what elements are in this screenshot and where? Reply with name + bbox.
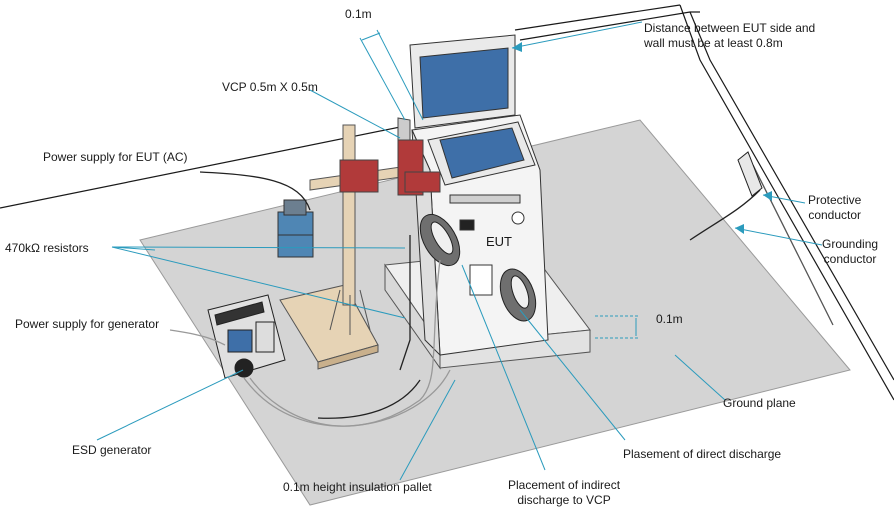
label-esd-generator: ESD generator <box>72 443 152 457</box>
arrowheads <box>512 42 772 234</box>
label-resistors: 470kΩ resistors <box>5 241 89 255</box>
label-distance-01m-right: 0.1m <box>656 312 683 326</box>
label-power-supply-generator: Power supply for generator <box>15 317 160 331</box>
label-insulation-pallet: 0.1m height insulation pallet <box>283 480 432 494</box>
room-wall <box>0 4 894 401</box>
label-grounding-line2: conductor <box>823 252 877 266</box>
label-grounding-line1: Grounding <box>822 237 879 251</box>
label-protective-line2: conductor <box>808 208 862 222</box>
label-wall-distance: Distance between EUT side and wall must … <box>644 21 815 51</box>
eut-touch-screen <box>439 127 525 179</box>
wooden-table <box>279 124 416 370</box>
label-distance-01m-top: 0.1m <box>345 7 372 21</box>
label-vcp: VCP 0.5m X 0.5m <box>222 80 318 94</box>
label-direct-discharge: Plasement of direct discharge <box>623 447 782 461</box>
esd-guns <box>419 213 537 322</box>
protective-conductor-box <box>737 151 763 197</box>
vcp-plate <box>339 117 441 196</box>
leader-lines <box>96 21 823 481</box>
label-grounding-conductor: Grounding conductor <box>822 237 878 267</box>
label-wall-distance-line2: wall must be at least 0.8m <box>644 36 783 50</box>
label-indirect-discharge: Placement of indirect discharge to VCP <box>508 478 620 508</box>
pallet-height-marker <box>595 315 640 339</box>
eut-top-screen <box>419 47 509 119</box>
label-eut: EUT <box>486 234 512 249</box>
esd-generator <box>207 294 286 379</box>
label-ground-plane: Ground plane <box>723 396 796 410</box>
cables <box>169 164 834 427</box>
transformer <box>277 199 314 258</box>
label-indirect-line1: Placement of indirect <box>508 478 621 492</box>
label-indirect-line2: discharge to VCP <box>517 493 611 507</box>
label-wall-distance-line1: Distance between EUT side and <box>644 21 816 35</box>
label-protective-conductor: Protective conductor <box>808 193 861 223</box>
label-power-supply-eut: Power supply for EUT (AC) <box>43 150 188 164</box>
label-protective-line1: Protective <box>808 193 862 207</box>
